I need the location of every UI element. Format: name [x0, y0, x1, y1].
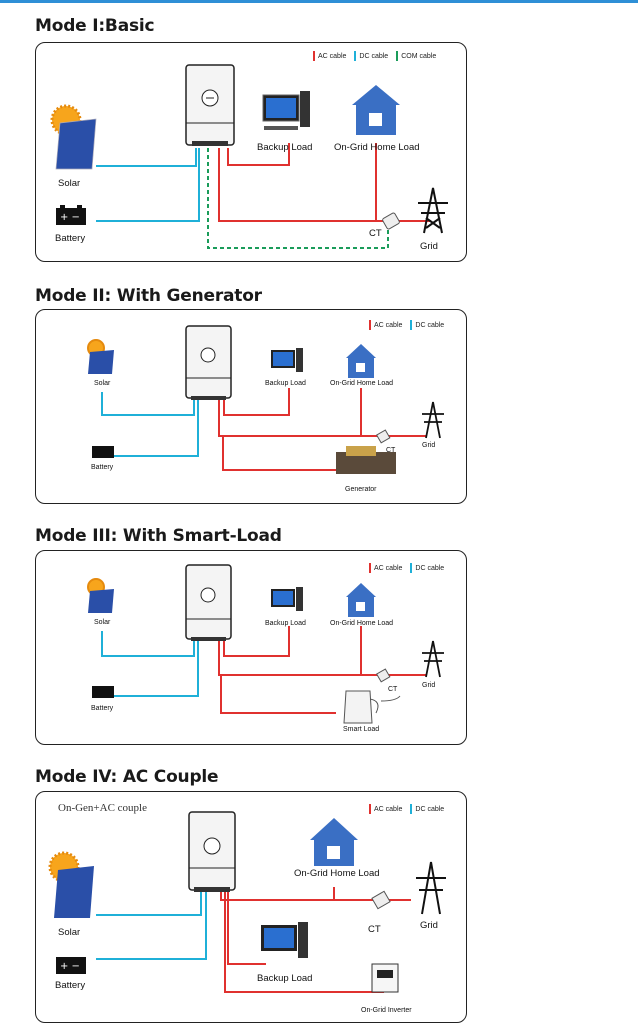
ac-cable-backup	[227, 143, 290, 166]
mode-1-legend: AC cable DC cable COM cable	[313, 51, 436, 61]
solar-panel-icon	[48, 851, 94, 918]
top-accent-bar	[0, 0, 638, 3]
mode-3-title: Mode III: With Smart-Load	[35, 526, 282, 546]
home-load-house-icon	[346, 583, 376, 617]
ct-label: CT	[369, 228, 382, 239]
mode-4-legend: AC cable DC cable	[369, 804, 444, 814]
svg-text:+ −: + −	[60, 961, 80, 972]
legend-dc-cable: DC cable	[410, 804, 444, 814]
home-load-label: On-Grid Home Load	[330, 620, 394, 627]
ct-sensor-icon	[371, 890, 391, 910]
dc-cable-solar	[96, 148, 197, 167]
battery-label: Battery	[55, 980, 86, 991]
ct-sensor-icon	[375, 668, 391, 683]
solar-label: Solar	[58, 927, 81, 938]
grid-tower-icon	[422, 401, 444, 439]
solar-panel-icon	[87, 339, 114, 374]
mode-1-diagram: + −	[50, 64, 448, 249]
legend-dc-cable: DC cable	[410, 563, 444, 573]
backup-load-label: Backup Load	[257, 973, 313, 984]
mode-4-note: On-Gen+AC couple	[58, 802, 147, 814]
ct-sensor-icon	[375, 429, 391, 444]
mode-3-panel: AC cable DC cable	[35, 550, 467, 745]
legend-ac-cable: AC cable	[313, 51, 346, 61]
mode-4-panel: On-Gen+AC couple AC cable DC cable + −	[35, 791, 467, 1023]
legend-dc-cable: DC cable	[354, 51, 388, 61]
inverter-icon	[185, 64, 235, 146]
grid-label: Grid	[422, 442, 436, 449]
backup-load-computer-icon	[271, 587, 303, 611]
battery-label: Battery	[91, 705, 114, 712]
mode-4-title: Mode IV: AC Couple	[35, 767, 219, 787]
on-grid-inverter-icon	[371, 963, 399, 993]
dc-cable-battery	[96, 148, 200, 222]
inverter-icon	[185, 325, 232, 400]
ct-label: CT	[386, 447, 396, 454]
grid-label: Grid	[420, 920, 438, 931]
mode-3-diagram	[87, 564, 444, 724]
com-cable	[207, 148, 389, 249]
mode-2-legend: AC cable DC cable	[369, 320, 444, 330]
mode-3-legend: AC cable DC cable	[369, 563, 444, 573]
home-load-house-icon	[346, 344, 376, 378]
grid-tower-icon	[416, 861, 446, 915]
backup-load-computer-icon	[271, 348, 303, 372]
backup-load-label: Backup Load	[265, 380, 306, 387]
svg-text:+ −: + −	[60, 212, 80, 223]
battery-label: Battery	[55, 233, 86, 244]
generator-icon	[336, 446, 396, 474]
backup-load-label: Backup Load	[257, 142, 313, 153]
mode-2-title: Mode II: With Generator	[35, 286, 262, 306]
home-load-house-icon	[352, 85, 400, 135]
grid-tower-icon	[422, 640, 444, 678]
ct-label: CT	[388, 686, 398, 693]
legend-com-cable: COM cable	[396, 51, 436, 61]
inverter-icon	[188, 811, 236, 892]
mode-1-title: Mode I:Basic	[35, 16, 155, 36]
home-load-label: On-Grid Home Load	[330, 380, 394, 387]
home-load-label: On-Grid Home Load	[334, 142, 420, 153]
battery-icon	[92, 446, 114, 458]
mode-4-diagram: + −	[48, 811, 446, 993]
solar-label: Solar	[58, 178, 81, 189]
mode-1-panel: AC cable DC cable COM cable	[35, 42, 467, 262]
backup-load-computer-icon	[262, 91, 310, 130]
legend-dc-cable: DC cable	[410, 320, 444, 330]
grid-label: Grid	[422, 682, 436, 689]
grid-label: Grid	[420, 241, 438, 252]
solar-label: Solar	[94, 380, 111, 387]
ac-cable-grid	[218, 148, 386, 222]
ct-sensor-icon	[382, 212, 400, 230]
solar-panel-icon	[87, 578, 114, 613]
mode-2-diagram	[87, 325, 444, 474]
battery-icon: + −	[56, 957, 86, 974]
grid-tower-icon	[418, 187, 448, 234]
battery-icon: + −	[56, 205, 86, 225]
home-load-label: On-Grid Home Load	[294, 868, 380, 879]
ct-label: CT	[368, 924, 381, 935]
smart-load-label: Smart Load	[343, 726, 380, 733]
solar-panel-icon	[50, 104, 97, 170]
home-load-house-icon	[310, 818, 358, 866]
mode-2-panel: AC cable DC cable	[35, 309, 467, 504]
legend-ac-cable: AC cable	[369, 804, 402, 814]
solar-label: Solar	[94, 619, 111, 626]
smart-load-kettle-icon	[343, 690, 401, 724]
backup-load-computer-icon	[261, 922, 308, 958]
backup-load-label: Backup Load	[265, 620, 306, 627]
inverter-icon	[185, 564, 232, 641]
legend-ac-cable: AC cable	[369, 320, 402, 330]
battery-icon	[92, 686, 114, 698]
legend-ac-cable: AC cable	[369, 563, 402, 573]
battery-label: Battery	[91, 464, 114, 471]
generator-label: Generator	[345, 486, 377, 493]
on-grid-inverter-label: On-Grid Inverter	[361, 1007, 412, 1014]
